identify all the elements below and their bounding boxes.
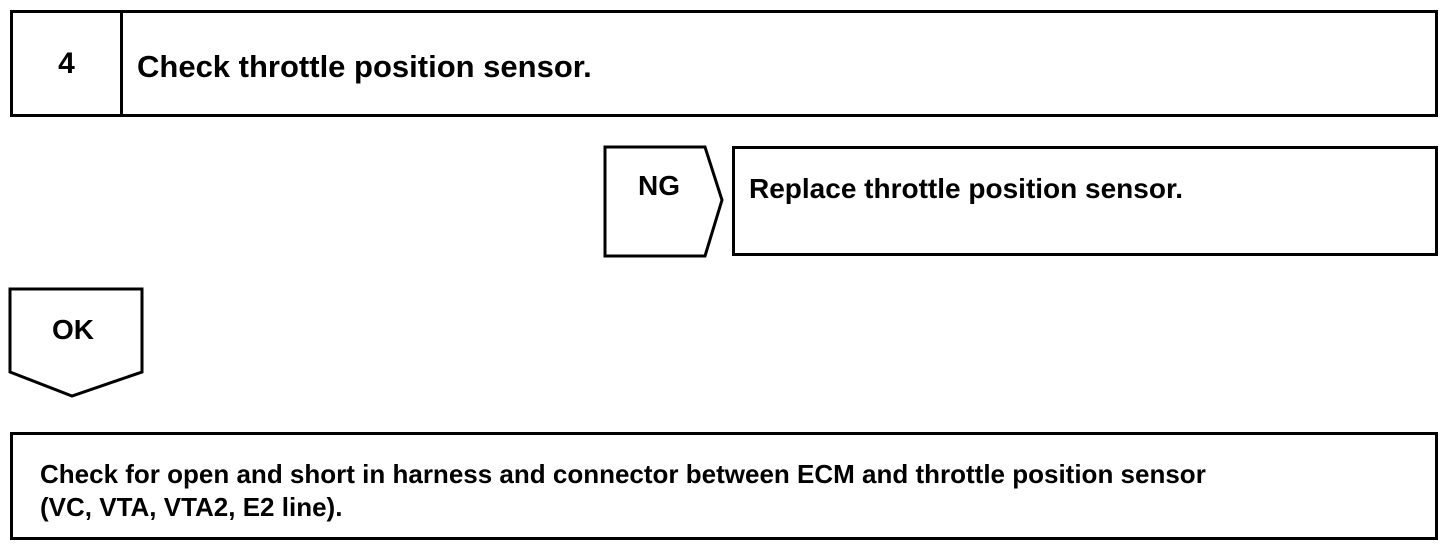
ng-label: NG — [638, 170, 680, 201]
step-header-box: 4 Check throttle position sensor. — [10, 10, 1438, 117]
ng-action-box: Replace throttle position sensor. — [732, 146, 1438, 256]
step-title: Check throttle position sensor. — [137, 49, 592, 84]
step-number: 4 — [13, 13, 123, 114]
ng-action-text: Replace throttle position sensor. — [749, 173, 1184, 204]
next-step-box: Check for open and short in harness and … — [10, 432, 1438, 540]
next-step-text-line-2: (VC, VTA, VTA2, E2 line). — [40, 492, 343, 522]
next-step-text-line-1: Check for open and short in harness and … — [40, 459, 1206, 489]
ok-label: OK — [52, 314, 94, 345]
